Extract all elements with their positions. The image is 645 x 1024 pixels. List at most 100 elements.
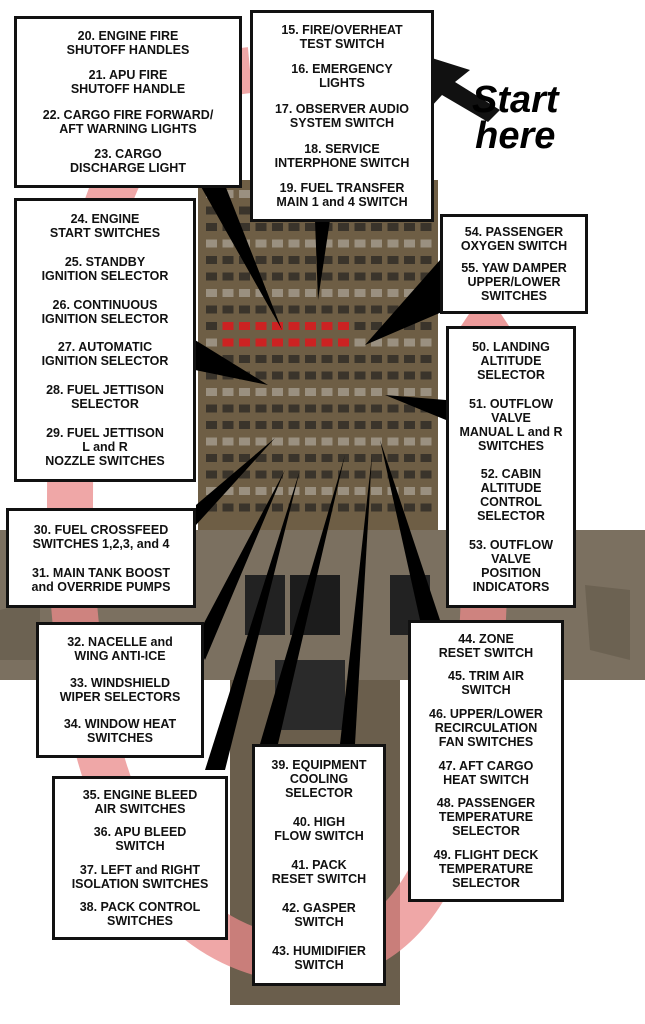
panel-switch	[354, 322, 366, 330]
callout-item: 40. HIGH FLOW SWITCH	[274, 815, 364, 844]
panel-switch	[288, 437, 300, 446]
panel-switch	[239, 338, 250, 347]
panel-switch	[222, 437, 234, 446]
panel-switch	[354, 223, 366, 231]
callout-item: 17. OBSERVER AUDIO SYSTEM SWITCH	[274, 101, 410, 130]
panel-switch	[288, 404, 300, 413]
callout-item: 34. WINDOW HEAT SWITCHES	[63, 716, 177, 745]
panel-switch	[206, 338, 217, 347]
callout-item: 28. FUEL JETTISON SELECTOR	[46, 382, 164, 411]
panel-switch	[338, 437, 349, 446]
panel-switch	[321, 355, 333, 363]
panel-switch	[371, 256, 382, 264]
panel-switch	[338, 470, 349, 479]
callout-item: 54. PASSENGER OXYGEN SWITCH	[460, 225, 568, 253]
panel-switch	[239, 223, 250, 231]
callout-item: 22. CARGO FIRE FORWARD/ AFT WARNING LIGH…	[42, 107, 214, 136]
panel-switch	[321, 272, 333, 281]
panel-switch	[420, 503, 432, 512]
panel-switch	[371, 454, 382, 462]
panel-switch	[321, 470, 333, 479]
panel-switch	[371, 388, 382, 396]
panel-switch	[206, 388, 217, 396]
callout-item: 32. NACELLE and WING ANTI-ICE	[67, 635, 173, 664]
panel-switch	[272, 305, 283, 314]
callout-item: 23. CARGO DISCHARGE LIGHT	[70, 147, 186, 176]
panel-switch	[338, 355, 349, 363]
panel-switch	[371, 305, 382, 314]
panel-switch	[404, 503, 415, 512]
panel-switch	[222, 272, 234, 281]
panel-switch	[305, 322, 316, 330]
callout-item: 38. PACK CONTROL SWITCHES	[79, 900, 201, 929]
panel-switch	[387, 256, 399, 264]
panel-switch	[371, 421, 382, 429]
panel-switch	[404, 256, 415, 264]
panel-switch	[239, 190, 250, 198]
callout-item: 15. FIRE/OVERHEAT TEST SWITCH	[281, 22, 403, 51]
panel-switch	[420, 454, 432, 462]
panel-switch	[371, 223, 382, 231]
panel-switch	[206, 305, 217, 314]
panel-switch	[272, 470, 283, 479]
panel-switch	[222, 322, 234, 330]
panel-switch	[222, 355, 234, 363]
panel-switch	[354, 454, 366, 462]
panel-switch	[255, 454, 267, 462]
panel-switch	[222, 404, 234, 413]
panel-switch	[305, 338, 316, 347]
panel-switch	[338, 371, 349, 380]
panel-switch	[239, 322, 250, 330]
panel-switch	[371, 355, 382, 363]
panel-switch	[321, 454, 333, 462]
panel-switch	[272, 388, 283, 396]
panel-switch	[420, 388, 432, 396]
panel-switch	[420, 470, 432, 479]
panel-switch	[404, 487, 415, 495]
panel-switch	[371, 487, 382, 495]
panel-switch	[338, 305, 349, 314]
panel-switch	[371, 239, 382, 248]
panel-switch	[387, 289, 399, 297]
panel-switch	[404, 470, 415, 479]
panel-switch	[222, 421, 234, 429]
callout-box-fire-handles: 20. ENGINE FIRE SHUTOFF HANDLES 21. APU F…	[14, 16, 242, 188]
panel-switch	[239, 272, 250, 281]
panel-switch	[272, 371, 283, 380]
panel-switch	[338, 503, 349, 512]
callout-item: 43. HUMIDIFIER SWITCH	[272, 943, 366, 972]
panel-switch	[354, 256, 366, 264]
panel-switch	[255, 239, 267, 248]
panel-switch	[272, 404, 283, 413]
callout-item: 21. APU FIRE SHUTOFF HANDLE	[70, 68, 186, 97]
panel-switch	[321, 289, 333, 297]
panel-switch	[305, 223, 316, 231]
panel-switch	[371, 338, 382, 347]
panel-switch	[239, 388, 250, 396]
panel-switch	[420, 322, 432, 330]
panel-switch	[305, 487, 316, 495]
panel-switch	[420, 421, 432, 429]
panel-switch	[338, 289, 349, 297]
callout-item: 20. ENGINE FIRE SHUTOFF HANDLES	[66, 28, 190, 57]
panel-switch	[387, 454, 399, 462]
panel-switch	[420, 437, 432, 446]
panel-switch	[272, 322, 283, 330]
panel-switch	[321, 256, 333, 264]
panel-switch	[255, 388, 267, 396]
callout-item: 50. LANDING ALTITUDE SELECTOR	[472, 340, 550, 383]
panel-switch	[222, 338, 234, 347]
panel-switch	[206, 404, 217, 413]
panel-switch	[354, 305, 366, 314]
panel-switch	[239, 355, 250, 363]
callout-item: 49. FLIGHT DECK TEMPERATURE SELECTOR	[433, 848, 539, 891]
callout-item: 36. APU BLEED SWITCH	[93, 825, 187, 854]
panel-switch	[222, 503, 234, 512]
panel-switch	[239, 421, 250, 429]
panel-switch	[404, 322, 415, 330]
panel-switch	[420, 256, 432, 264]
panel-switch	[288, 421, 300, 429]
callout-item: 46. UPPER/LOWER RECIRCULATION FAN SWITCH…	[429, 707, 543, 750]
